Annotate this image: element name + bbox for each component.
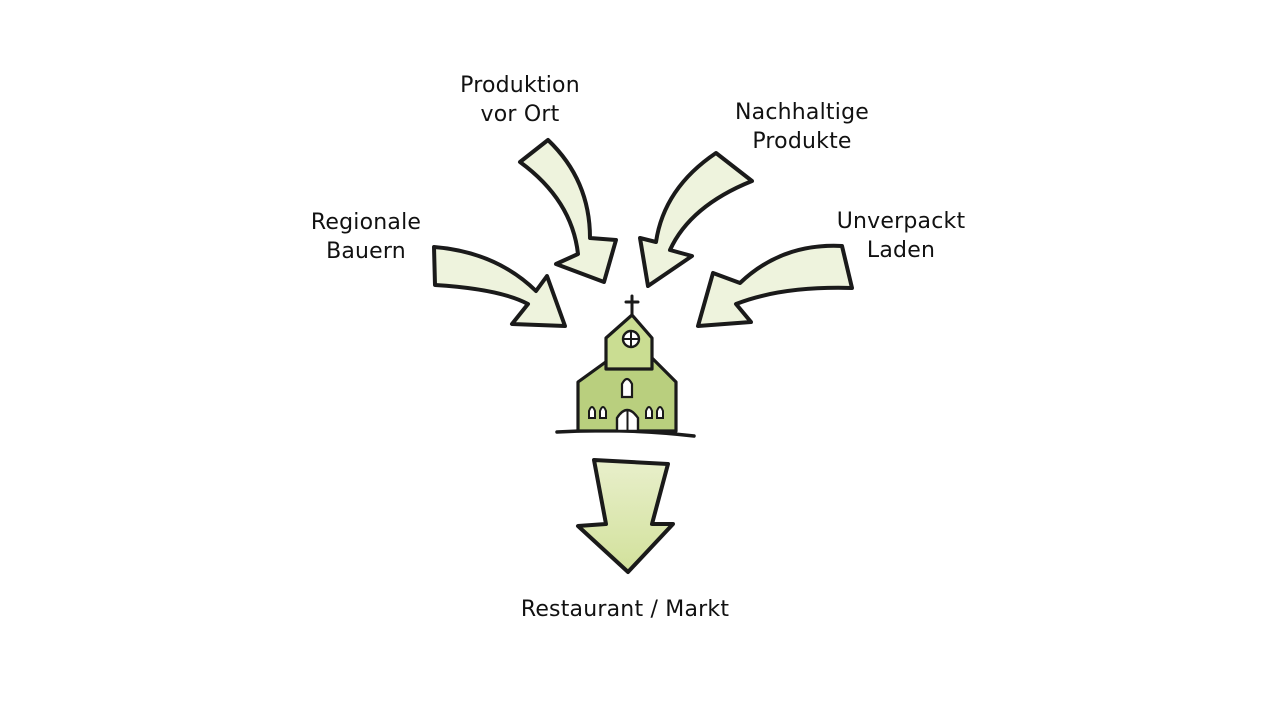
arrow-produktion-icon [518,138,618,284]
label-produktion: Produktion vor Ort [440,71,600,129]
arrow-unverpackt-icon [696,243,854,328]
label-regional: Regionale Bauern [296,208,436,266]
label-nachhaltig-line2: Produkte [752,129,852,154]
arrow-regional-icon [432,245,567,328]
label-nachhaltig-line1: Nachhaltige [735,100,869,125]
label-unverpackt-line2: Laden [866,238,936,263]
label-unverpackt: Unverpackt Laden [826,207,976,265]
label-unverpackt-line1: Unverpackt [836,209,966,234]
label-produktion-line2: vor Ort [480,102,560,127]
label-regional-line1: Regionale [310,210,422,235]
label-produktion-line1: Produktion [460,73,580,98]
arrow-down-icon [576,458,675,574]
label-target: Restaurant / Markt [500,595,750,624]
arrow-nachhaltig-icon [638,151,754,288]
label-nachhaltig: Nachhaltige Produkte [722,98,882,156]
label-target-text: Restaurant / Markt [520,597,730,622]
church-icon [555,294,696,438]
label-regional-line2: Bauern [326,239,406,264]
